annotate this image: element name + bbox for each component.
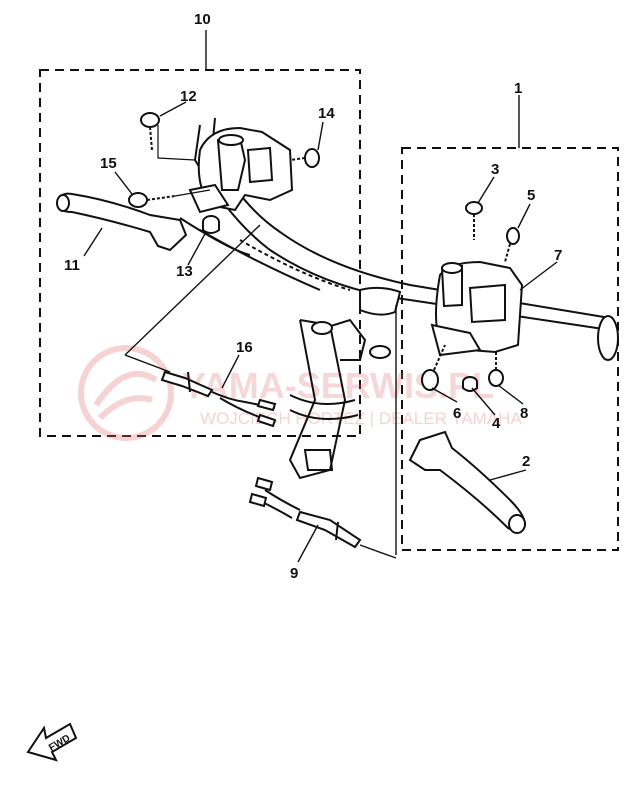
watermark-logo [78, 345, 174, 441]
screw-5 [504, 227, 520, 263]
callout-8: 8 [520, 405, 528, 422]
fwd-arrow-icon: FWD [26, 722, 78, 762]
callout-14: 14 [318, 105, 335, 122]
callout-1: 1 [514, 80, 522, 97]
callout-12: 12 [180, 88, 197, 105]
callout-7: 7 [554, 247, 562, 264]
watermark: YAMA-SERWIS.PL WOJCIECH HORTEZ | DEALER … [78, 345, 522, 441]
left-clutch-holder [188, 126, 294, 214]
group-box-right [401, 147, 619, 551]
screw-12 [140, 112, 196, 161]
screw-8 [488, 352, 504, 387]
screw-14 [289, 148, 320, 168]
right-master-cylinder [430, 260, 524, 357]
callout-4: 4 [492, 415, 501, 432]
callout-15: 15 [100, 155, 117, 172]
watermark-tagline: WOJCIECH HORTEZ | DEALER YAMAHA [200, 409, 522, 428]
bolt-6 [421, 344, 446, 391]
callout-13: 13 [176, 263, 193, 280]
callout-6: 6 [453, 405, 461, 422]
callout-11: 11 [64, 257, 80, 274]
callout-10: 10 [194, 11, 211, 28]
nut-4 [462, 376, 478, 392]
screw-3 [465, 201, 483, 240]
callout-2: 2 [522, 453, 530, 470]
handlebar [179, 117, 619, 480]
group-box-left [39, 69, 361, 437]
callout-9: 9 [290, 565, 298, 582]
switch-9 [248, 476, 362, 549]
leader-lines [83, 30, 558, 563]
callout-labels: 10 1 12 14 15 3 5 7 11 13 16 6 4 8 2 9 [64, 11, 562, 582]
lever-11 [56, 192, 188, 252]
watermark-brand: YAMA-SERWIS.PL [182, 365, 494, 406]
callout-5: 5 [527, 187, 535, 204]
lever-2 [408, 430, 527, 534]
callout-3: 3 [491, 161, 499, 178]
callout-16: 16 [236, 339, 253, 356]
nut-13 [202, 215, 220, 234]
switch-16 [160, 370, 277, 428]
screw-15 [128, 189, 211, 208]
